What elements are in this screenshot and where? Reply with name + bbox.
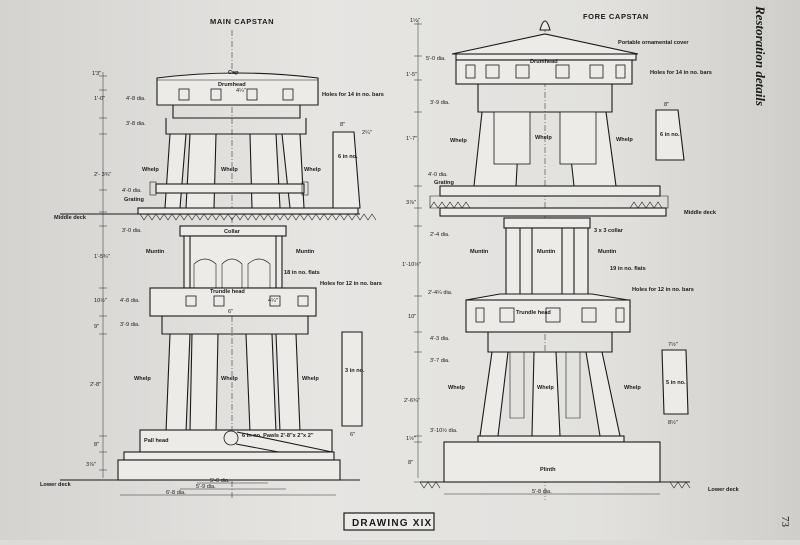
- fore-dim-w8: 8": [664, 102, 669, 108]
- main-dim-10: 10½": [94, 297, 107, 304]
- main-lower-deck: Lower deck: [40, 482, 72, 488]
- fore-trundle-label: Trundle head: [516, 310, 551, 316]
- fore-whelp-lower-right: Whelp: [624, 385, 641, 391]
- fore-lower-deck: Lower deck: [708, 487, 740, 493]
- fore-dim-3-8: 3⅞": [406, 200, 416, 206]
- fore-collar-label: 3 x 3 collar: [594, 228, 624, 234]
- main-dim-hole3: 6": [228, 309, 233, 315]
- main-dim-3-0: 3'-0 dia.: [122, 228, 142, 234]
- main-dim-hole2: 4¼": [268, 298, 278, 304]
- main-holes12-label: Holes for 12 in no. bars: [320, 281, 382, 287]
- fore-dim-2-6: 2'-6¾": [404, 398, 420, 404]
- main-dim-w2: 2¼": [362, 130, 372, 136]
- main-whelp-lower-left: Whelp: [134, 376, 151, 382]
- main-dim-3-9: 3'-9 dia.: [120, 322, 140, 328]
- fore-holes12-label: Holes for 12 in no. bars: [632, 287, 694, 293]
- fore-holes-label: Holes for 14 in no. bars: [650, 70, 712, 76]
- fore-whelp-right: Whelp: [616, 137, 633, 143]
- main-dim-top: 1'3": [92, 71, 101, 77]
- main-dim-6-8: 6'-8 dia.: [166, 490, 186, 496]
- main-trundle-label: Trundle head: [210, 289, 245, 295]
- main-grating-label: Grating: [124, 197, 144, 203]
- fore-dim-2-4b: 2'-4¼ dia.: [428, 290, 453, 296]
- main-six-in-no: 6 in no.: [338, 154, 358, 160]
- fore-dim-w8b: 8½": [668, 419, 678, 426]
- fore-capstan-title: FORE CAPSTAN: [583, 12, 649, 21]
- main-capstan: Cap Drumhead Holes for 14 in no. bars Wh…: [40, 30, 384, 500]
- main-dim-4-8b: 4'-8 dia.: [120, 298, 140, 304]
- drawing-caption: DRAWING XIX: [352, 518, 432, 529]
- main-whelp-right: Whelp: [304, 167, 321, 173]
- fore-whelp-center: Whelp: [535, 135, 552, 141]
- main-flats-label: 18 in no. flats: [284, 270, 320, 276]
- fore-dim-2-4: 2'-4 dia.: [430, 232, 450, 238]
- main-dim-5-9: 5'-9 dia.: [196, 484, 216, 490]
- caption-box: [343, 512, 435, 531]
- main-dim-9: 9": [94, 324, 99, 330]
- main-dim-3-8: 3'-8 dia.: [126, 121, 146, 127]
- fore-six-in-no: 6 in no.: [660, 132, 680, 138]
- fore-dim-3-9: 3'-9 dia.: [430, 100, 450, 106]
- main-dim-2-3: 2'- 3¾": [94, 172, 111, 178]
- fore-dim-8: 8": [408, 460, 413, 466]
- main-drumhead-label: Drumhead: [218, 82, 246, 88]
- fore-dim-5-8: 5'-8 dia.: [532, 489, 552, 495]
- main-dim-w8: 8": [340, 122, 345, 128]
- fore-whelp-lower-left: Whelp: [448, 385, 465, 391]
- fore-five-in-no: 5 in no.: [666, 380, 686, 386]
- fore-muntin-center: Muntin: [537, 249, 556, 255]
- main-dim-4-8: 4'-8 dia.: [126, 96, 146, 102]
- main-middle-deck: Middle deck: [54, 215, 87, 221]
- main-dim-w6: 6": [350, 432, 355, 438]
- fore-whelp-left: Whelp: [450, 138, 467, 144]
- main-muntin-left: Muntin: [146, 249, 165, 255]
- fore-dim-10: 10": [408, 314, 416, 320]
- main-dim-3: 3⅞": [86, 462, 96, 468]
- fore-dim-1-7: 1'-7": [406, 136, 417, 142]
- main-capstan-title: MAIN CAPSTAN: [210, 17, 274, 26]
- main-dim-cap: 1'-0": [94, 96, 105, 102]
- main-whelp-lower-right: Whelp: [302, 376, 319, 382]
- fore-dim-3-10: 3'-10½ dia.: [430, 427, 458, 434]
- main-dim-5-0: 5'-0 dia.: [210, 478, 230, 484]
- side-title: Restoration details: [753, 5, 768, 106]
- fore-muntin-right: Muntin: [598, 249, 617, 255]
- main-whelp-center: Whelp: [221, 167, 238, 173]
- main-muntin-right: Muntin: [296, 249, 315, 255]
- main-holes-label: Holes for 14 in no. bars: [322, 92, 384, 98]
- fore-dim-top: 1½": [410, 17, 420, 24]
- fore-whelp-lower-center: Whelp: [537, 385, 554, 391]
- fore-dim-5-0: 5'-0 dia.: [426, 56, 446, 62]
- fore-dim-4-3: 4'-3 dia.: [430, 336, 450, 342]
- main-dim-2-8: 2'-8": [90, 382, 101, 388]
- main-dim-1-5: 1'-5¾": [94, 254, 110, 260]
- main-dim-4-0: 4'-0 dia.: [122, 188, 142, 194]
- fore-dim-1-10: 1'-10½": [402, 261, 421, 268]
- fore-middle-deck: Middle deck: [684, 210, 717, 216]
- fore-dim-3-7: 3'-7 dia.: [430, 358, 450, 364]
- main-cap-label: Cap: [228, 70, 239, 76]
- fore-muntin-left: Muntin: [470, 249, 489, 255]
- main-pallhead-label: Pall head: [144, 438, 169, 444]
- main-dim-hole1: 4¼": [236, 88, 246, 94]
- main-collar-label: Collar: [224, 229, 241, 235]
- fore-grating-label: Grating: [434, 180, 454, 186]
- main-dim-8: 8": [94, 442, 99, 448]
- fore-flats-label: 19 in no. flats: [610, 266, 646, 272]
- fore-drumhead-label: Drumhead: [530, 59, 558, 65]
- page-number: 73: [779, 516, 791, 528]
- fore-dim-4-0: 4'-0 dia.: [428, 172, 448, 178]
- fore-capstan: Portable ornamental cover Drumhead Holes…: [402, 17, 740, 500]
- fore-dim-1: 1½": [406, 435, 416, 442]
- main-whelp-lower-center: Whelp: [221, 376, 238, 382]
- fore-cover-label: Portable ornamental cover: [618, 40, 689, 46]
- fore-plinth-label: Plinth: [540, 467, 556, 473]
- fore-dim-w7: 7½": [668, 341, 678, 348]
- main-pawls-label: 6 in no. Pawls 2'-8"x 2"x 2": [242, 433, 314, 439]
- fore-dim-1-5: 1'-5": [406, 72, 417, 78]
- main-three-in-no: 3 in no.: [345, 368, 365, 374]
- main-whelp-left: Whelp: [142, 167, 159, 173]
